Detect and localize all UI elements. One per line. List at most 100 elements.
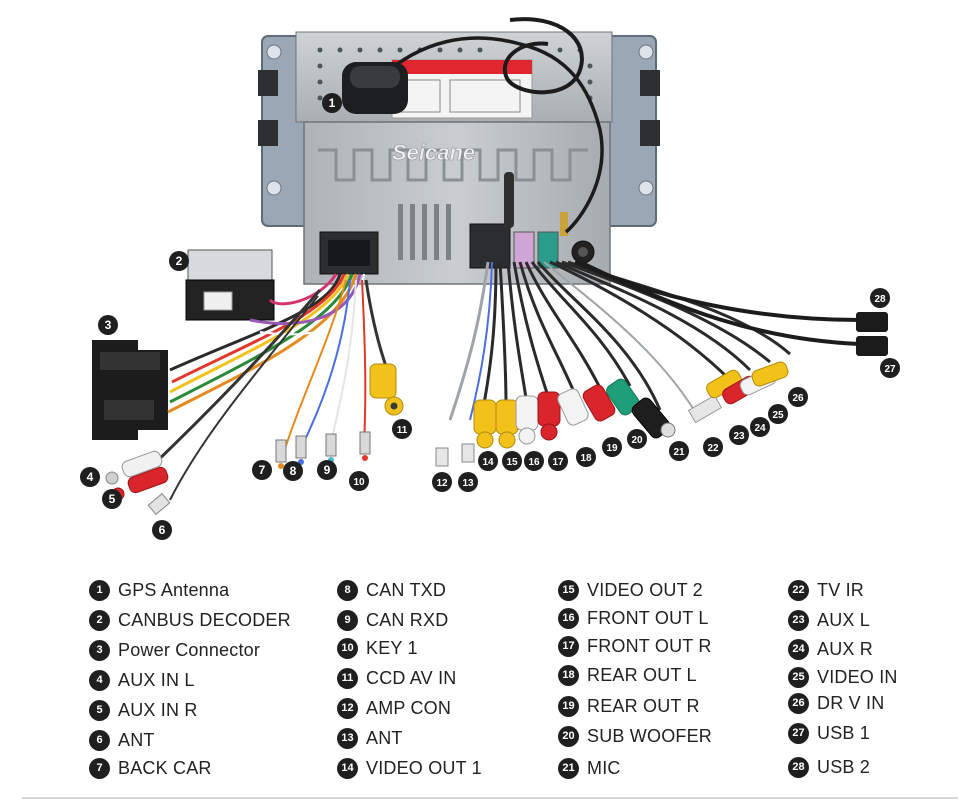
ant-tip-left	[147, 492, 171, 516]
callout-badge	[98, 315, 118, 335]
callout-number: 9	[324, 463, 331, 477]
aux-in-rca-pair	[105, 450, 169, 501]
legend-number: 20	[558, 725, 579, 747]
rca-plug-row	[435, 312, 888, 467]
callout-number: 20	[631, 435, 643, 446]
legend-label: MIC	[587, 757, 621, 778]
callout-2: 2	[169, 251, 189, 271]
callout-24: 24	[750, 417, 770, 437]
legend-number: 15	[558, 579, 579, 601]
legend-label: VIDEO IN	[817, 666, 898, 687]
legend-label: VIDEO OUT 2	[587, 579, 703, 600]
legend-label: FRONT OUT R	[587, 635, 712, 656]
callout-number: 3	[105, 318, 112, 332]
head-unit: Seicane	[258, 31, 660, 285]
callout-26: 26	[788, 387, 808, 407]
callout-badge	[317, 460, 337, 480]
gps-antenna	[342, 17, 604, 234]
legend-number: 28	[788, 756, 809, 778]
power-connector	[92, 340, 168, 440]
callout-badge	[458, 472, 478, 492]
legend-number: 21	[558, 757, 579, 779]
legend-item-16: 16 FRONT OUT L	[558, 606, 709, 630]
legend-item-27: 27 USB 1	[788, 721, 870, 745]
callout-badge	[502, 451, 522, 471]
callout-14: 14	[478, 451, 498, 471]
callout-19: 19	[602, 437, 622, 457]
legend-number: 16	[558, 607, 579, 629]
callout-number: 15	[506, 457, 518, 468]
legend-number: 13	[337, 727, 358, 749]
callout-number: 12	[436, 478, 448, 489]
legend-label: TV IR	[817, 579, 865, 600]
legend-number: 11	[337, 667, 358, 689]
callout-badge	[703, 437, 723, 457]
callout-badge	[729, 425, 749, 445]
legend-item-2: 2 CANBUS DECODER	[89, 608, 291, 632]
callout-number: 21	[673, 447, 685, 458]
callout-number: 19	[606, 443, 618, 454]
legend-number: 8	[337, 579, 358, 601]
callout-badge	[322, 93, 342, 113]
legend-label: AUX L	[817, 609, 871, 630]
seicane-brand-mark: Seicane	[392, 140, 475, 165]
ccd-av-in-rca	[369, 363, 404, 416]
legend-label: USB 1	[817, 722, 871, 743]
callout-badge	[870, 288, 890, 308]
callout-badge	[880, 358, 900, 378]
callout-badge	[102, 489, 122, 509]
callout-number: 27	[884, 364, 896, 375]
legend-number: 2	[89, 609, 110, 631]
callout-22: 22	[703, 437, 723, 457]
callout-badge	[478, 451, 498, 471]
legend-item-22: 22 TV IR	[788, 578, 864, 602]
legend-number: 17	[558, 635, 579, 657]
callout-6: 6	[152, 520, 172, 540]
callout-number: 11	[397, 425, 408, 436]
callout-number: 18	[580, 453, 592, 464]
callout-23: 23	[729, 425, 749, 445]
wiring-illustration: Seicane	[80, 17, 900, 540]
callout-number: 6	[159, 523, 166, 537]
legend-number: 25	[788, 666, 809, 688]
legend-label: AUX IN R	[118, 699, 198, 720]
callout-number: 4	[87, 470, 94, 484]
legend-label: ANT	[118, 729, 155, 750]
mount-tab-left	[258, 70, 278, 96]
mount-tab-right	[640, 70, 660, 96]
callout-27: 27	[880, 358, 900, 378]
legend-label: SUB WOOFER	[587, 725, 713, 746]
callout-number: 5	[109, 492, 116, 506]
callout-badge	[392, 419, 412, 439]
callout-16: 16	[524, 451, 544, 471]
callout-number: 28	[874, 294, 886, 305]
legend-number: 23	[788, 609, 809, 631]
callout-badge	[548, 451, 568, 471]
callout-8: 8	[283, 461, 303, 481]
callout-badge	[169, 251, 189, 271]
legend-number: 9	[337, 609, 358, 631]
legend-number: 27	[788, 722, 809, 744]
legend-number: 22	[788, 579, 809, 601]
legend-number: 1	[89, 579, 110, 601]
callout-28: 28	[870, 288, 890, 308]
legend-label: CANBUS DECODER	[118, 609, 291, 630]
callout-number: 23	[733, 431, 745, 442]
legend-label: BACK CAR	[118, 757, 212, 778]
legend-label: FRONT OUT L	[587, 607, 709, 628]
legend-number: 14	[337, 757, 358, 779]
callout-badge	[252, 460, 272, 480]
bottom-divider	[22, 797, 958, 799]
legend-number: 24	[788, 638, 809, 660]
callout-badge	[283, 461, 303, 481]
callout-badge	[576, 447, 596, 467]
callout-badge	[602, 437, 622, 457]
